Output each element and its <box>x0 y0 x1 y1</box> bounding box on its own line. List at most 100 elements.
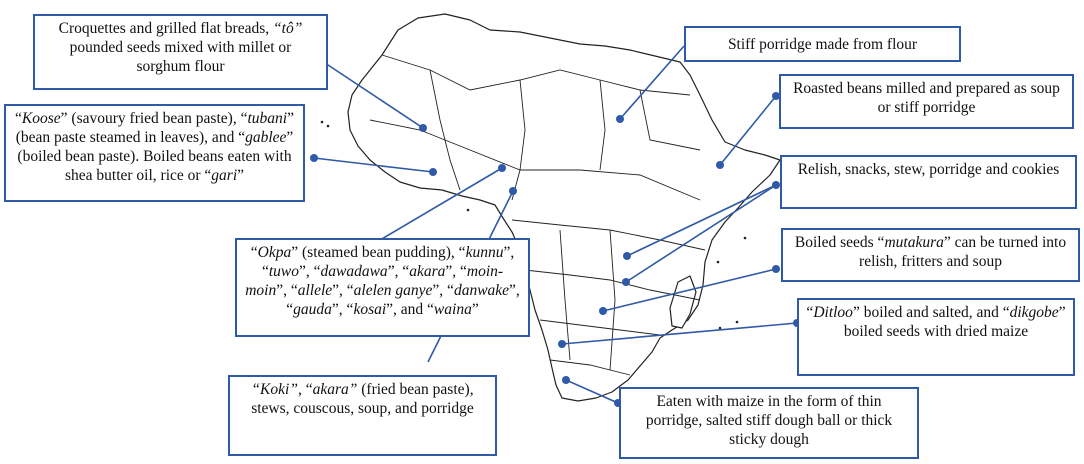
callout-text-segment: ” can be turned into relish, fritters an… <box>859 234 1067 270</box>
leader-line <box>561 322 798 345</box>
leader-line <box>619 45 685 120</box>
callout-text-segment: dikgobe <box>1009 304 1059 321</box>
callout-text-segment: “tô” <box>273 20 303 37</box>
location-dot <box>558 340 566 348</box>
callout-text-segment: Boiled seeds “ <box>794 234 885 251</box>
leader-line <box>565 379 619 404</box>
leader-line <box>602 268 777 312</box>
island-dot <box>718 326 722 330</box>
callout-text-segment: mutakura <box>884 234 944 251</box>
callout-text-segment: ”, “ <box>276 282 298 299</box>
callout-text-segment: kosai <box>353 301 387 318</box>
callout-zimbabwe: Boiled seeds “mutakura” can be turned in… <box>781 228 1080 282</box>
callout-text-segment: alelen ganye <box>353 282 433 299</box>
callout-text-segment: tuwo <box>268 263 299 280</box>
leader-line <box>313 157 434 173</box>
border-line <box>381 54 691 96</box>
islands <box>320 120 747 330</box>
border-line <box>549 359 631 376</box>
callout-text-segment: ”, “ <box>445 263 467 280</box>
callout-burkina-faso: Croquettes and grilled flat breads, “tô”… <box>33 14 328 90</box>
border-line <box>511 79 526 201</box>
location-dot <box>623 252 631 260</box>
callout-text-segment: gauda <box>293 301 332 318</box>
leader-line <box>315 56 424 129</box>
callout-text-segment: allele <box>297 282 333 299</box>
callout-nigeria: “Okpa” (steamed bean pudding), “kunnu ”, … <box>235 238 530 337</box>
leader-line <box>626 184 777 257</box>
callout-text-segment: ”, “ <box>432 282 454 299</box>
callout-text-segment: ”, “ <box>332 282 354 299</box>
leader-line <box>625 184 777 283</box>
callout-text-segment: dawadawa <box>320 263 388 280</box>
callout-text-segment: ”, “ <box>387 263 410 280</box>
callout-sudan: Stiff porridge made from flour <box>684 26 961 62</box>
callout-text-segment: pounded seeds mixed with millet or sorgh… <box>69 39 292 75</box>
callout-text-segment: “ <box>15 110 22 127</box>
leader-line <box>719 95 777 166</box>
location-dot <box>716 161 724 169</box>
callout-ethiopia: Roasted beans milled and prepared as sou… <box>779 74 1074 129</box>
island-dot <box>716 260 720 264</box>
callout-text-segment: ” (savoury fried bean paste), “ <box>60 110 248 127</box>
border-line <box>524 269 701 301</box>
callout-text-segment: akara” <box>312 381 358 398</box>
callout-text-segment: akara <box>409 263 446 280</box>
callout-text-segment: Ditloo <box>813 304 853 321</box>
location-dot <box>599 307 607 315</box>
callout-text-segment: gari <box>211 167 238 184</box>
callout-text-segment: “ <box>806 304 814 321</box>
location-dot <box>498 164 506 172</box>
callout-cameroon: “Koki”, “akara” (fried bean paste), stew… <box>228 375 497 456</box>
callout-text-segment: Okpa <box>257 244 292 261</box>
callout-text-segment: ” (boiled bean paste). Boiled beans eate… <box>17 129 294 184</box>
callout-text-segment: ”, and “ <box>386 301 434 318</box>
callout-text-segment: ” <box>237 167 245 184</box>
leader-line <box>379 167 503 241</box>
location-dot <box>429 168 437 176</box>
callout-text-segment: ”, “ <box>298 263 321 280</box>
location-dot <box>562 376 570 384</box>
callout-text-segment: moin-moin <box>245 263 504 299</box>
callout-text-segment: ” (steamed bean pudding), “ <box>291 244 466 261</box>
callout-text-segment: Koose <box>21 110 61 127</box>
leader-end-dot <box>772 265 780 273</box>
leader-end-dot <box>310 154 318 162</box>
callout-ghana: “Koose” (savoury fried bean paste), “tub… <box>4 104 305 202</box>
leader-lines <box>313 45 798 404</box>
callout-botswana: “Ditloo” boiled and salted, and “dikgobe… <box>797 298 1075 376</box>
callout-text-segment: ”, “ <box>261 244 515 280</box>
callout-text-segment: (fried bean paste), stews, couscous, sou… <box>251 381 474 417</box>
location-dot <box>509 187 517 195</box>
island-dot <box>320 120 324 124</box>
border-line <box>559 229 571 361</box>
callout-south-africa: Eaten with maize in the form of thin por… <box>619 387 919 459</box>
callout-text-segment: gablee <box>245 129 287 146</box>
callout-text-segment: ” (bean paste steamed in leaves), and “ <box>15 110 294 146</box>
callout-text-segment: Stiff porridge made from flour <box>727 36 918 53</box>
border-line <box>639 89 701 151</box>
border-line <box>599 79 606 171</box>
madagascar-outline <box>669 275 697 329</box>
callout-text-segment: ”, “ <box>331 301 354 318</box>
callout-tanzania: Relish, snacks, stew, porridge and cooki… <box>780 155 1077 209</box>
callout-text-segment: waina <box>433 301 472 318</box>
callout-text-segment: kunnu <box>465 244 504 261</box>
island-dot <box>466 208 470 212</box>
callout-text-segment: tubani <box>247 110 288 127</box>
callout-text-segment: , “ <box>297 381 313 398</box>
location-dot <box>616 115 624 123</box>
island-dot <box>326 124 330 128</box>
callout-text-segment: ” <box>471 301 479 318</box>
callout-text-segment: Eaten with maize in the form of thin por… <box>645 393 893 448</box>
leader-end-dot <box>772 181 780 189</box>
callout-text-segment: Relish, snacks, stew, porridge and cooki… <box>797 161 1060 178</box>
callout-text-segment: “ <box>250 244 258 261</box>
island-dot <box>735 320 739 324</box>
border-line <box>609 229 616 371</box>
callout-text-segment: “Koki” <box>251 381 298 398</box>
leader-end-dot <box>772 92 780 100</box>
location-dot <box>419 124 427 132</box>
